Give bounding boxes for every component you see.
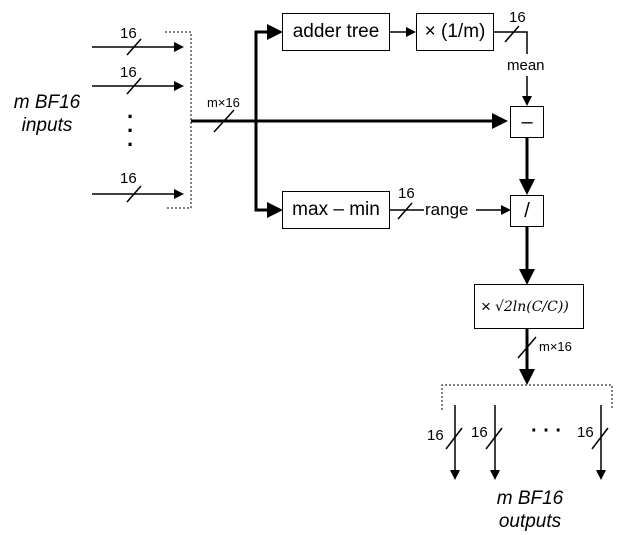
- multiply-formula: √2ln(C/C)): [494, 298, 569, 315]
- outputs-label: m BF16 outputs: [480, 488, 580, 534]
- multiply-prefix: ×: [481, 296, 491, 316]
- input-collector: [165, 31, 192, 209]
- output-width-label: 16: [471, 424, 488, 441]
- bus-width-slash: [213, 109, 235, 133]
- mean-path: [494, 25, 532, 106]
- output-width-label: 16: [427, 427, 444, 444]
- mean-label: mean: [507, 57, 545, 74]
- output-arrows: [445, 405, 609, 480]
- inputs-label-line1: m BF16: [13, 92, 81, 113]
- adder-tree-label: adder tree: [292, 21, 380, 42]
- subtract-label: –: [521, 110, 533, 133]
- bus-width-label: m×16: [207, 95, 240, 110]
- output-distributor: [441, 384, 613, 410]
- max-min-label: max – min: [292, 199, 380, 220]
- vertical-ellipsis: · · ·: [127, 104, 135, 157]
- out-bus-width-label: m×16: [539, 339, 572, 354]
- input-arrows: [92, 38, 184, 203]
- input-width-label: 16: [120, 170, 137, 187]
- inputs-label: m BF16 inputs: [2, 92, 92, 138]
- scale-out-width-label: 16: [509, 9, 526, 26]
- main-bus: [191, 24, 508, 218]
- multiply-block: × √2ln(C/C)): [474, 284, 584, 329]
- out-bus-width-slash: [517, 336, 537, 359]
- input-width-label: 16: [120, 25, 137, 42]
- range-width-label: 16: [398, 185, 415, 202]
- input-width-label: 16: [120, 64, 137, 81]
- adder-tree-block: adder tree: [282, 13, 390, 51]
- divide-label: /: [524, 199, 530, 222]
- range-path: [390, 202, 511, 220]
- scale-block: × (1/m): [416, 13, 494, 51]
- output-width-label: 16: [577, 424, 594, 441]
- horizontal-ellipsis: · · ·: [531, 420, 563, 442]
- scale-label: × (1/m): [424, 21, 486, 42]
- divide-block: /: [510, 195, 544, 227]
- range-label: range: [425, 200, 469, 219]
- max-min-block: max – min: [282, 191, 390, 229]
- outputs-label-line2: outputs: [498, 510, 562, 532]
- subtract-block: –: [510, 106, 544, 138]
- outputs-label-line1: m BF16: [496, 488, 564, 509]
- inputs-label-line2: inputs: [21, 114, 73, 136]
